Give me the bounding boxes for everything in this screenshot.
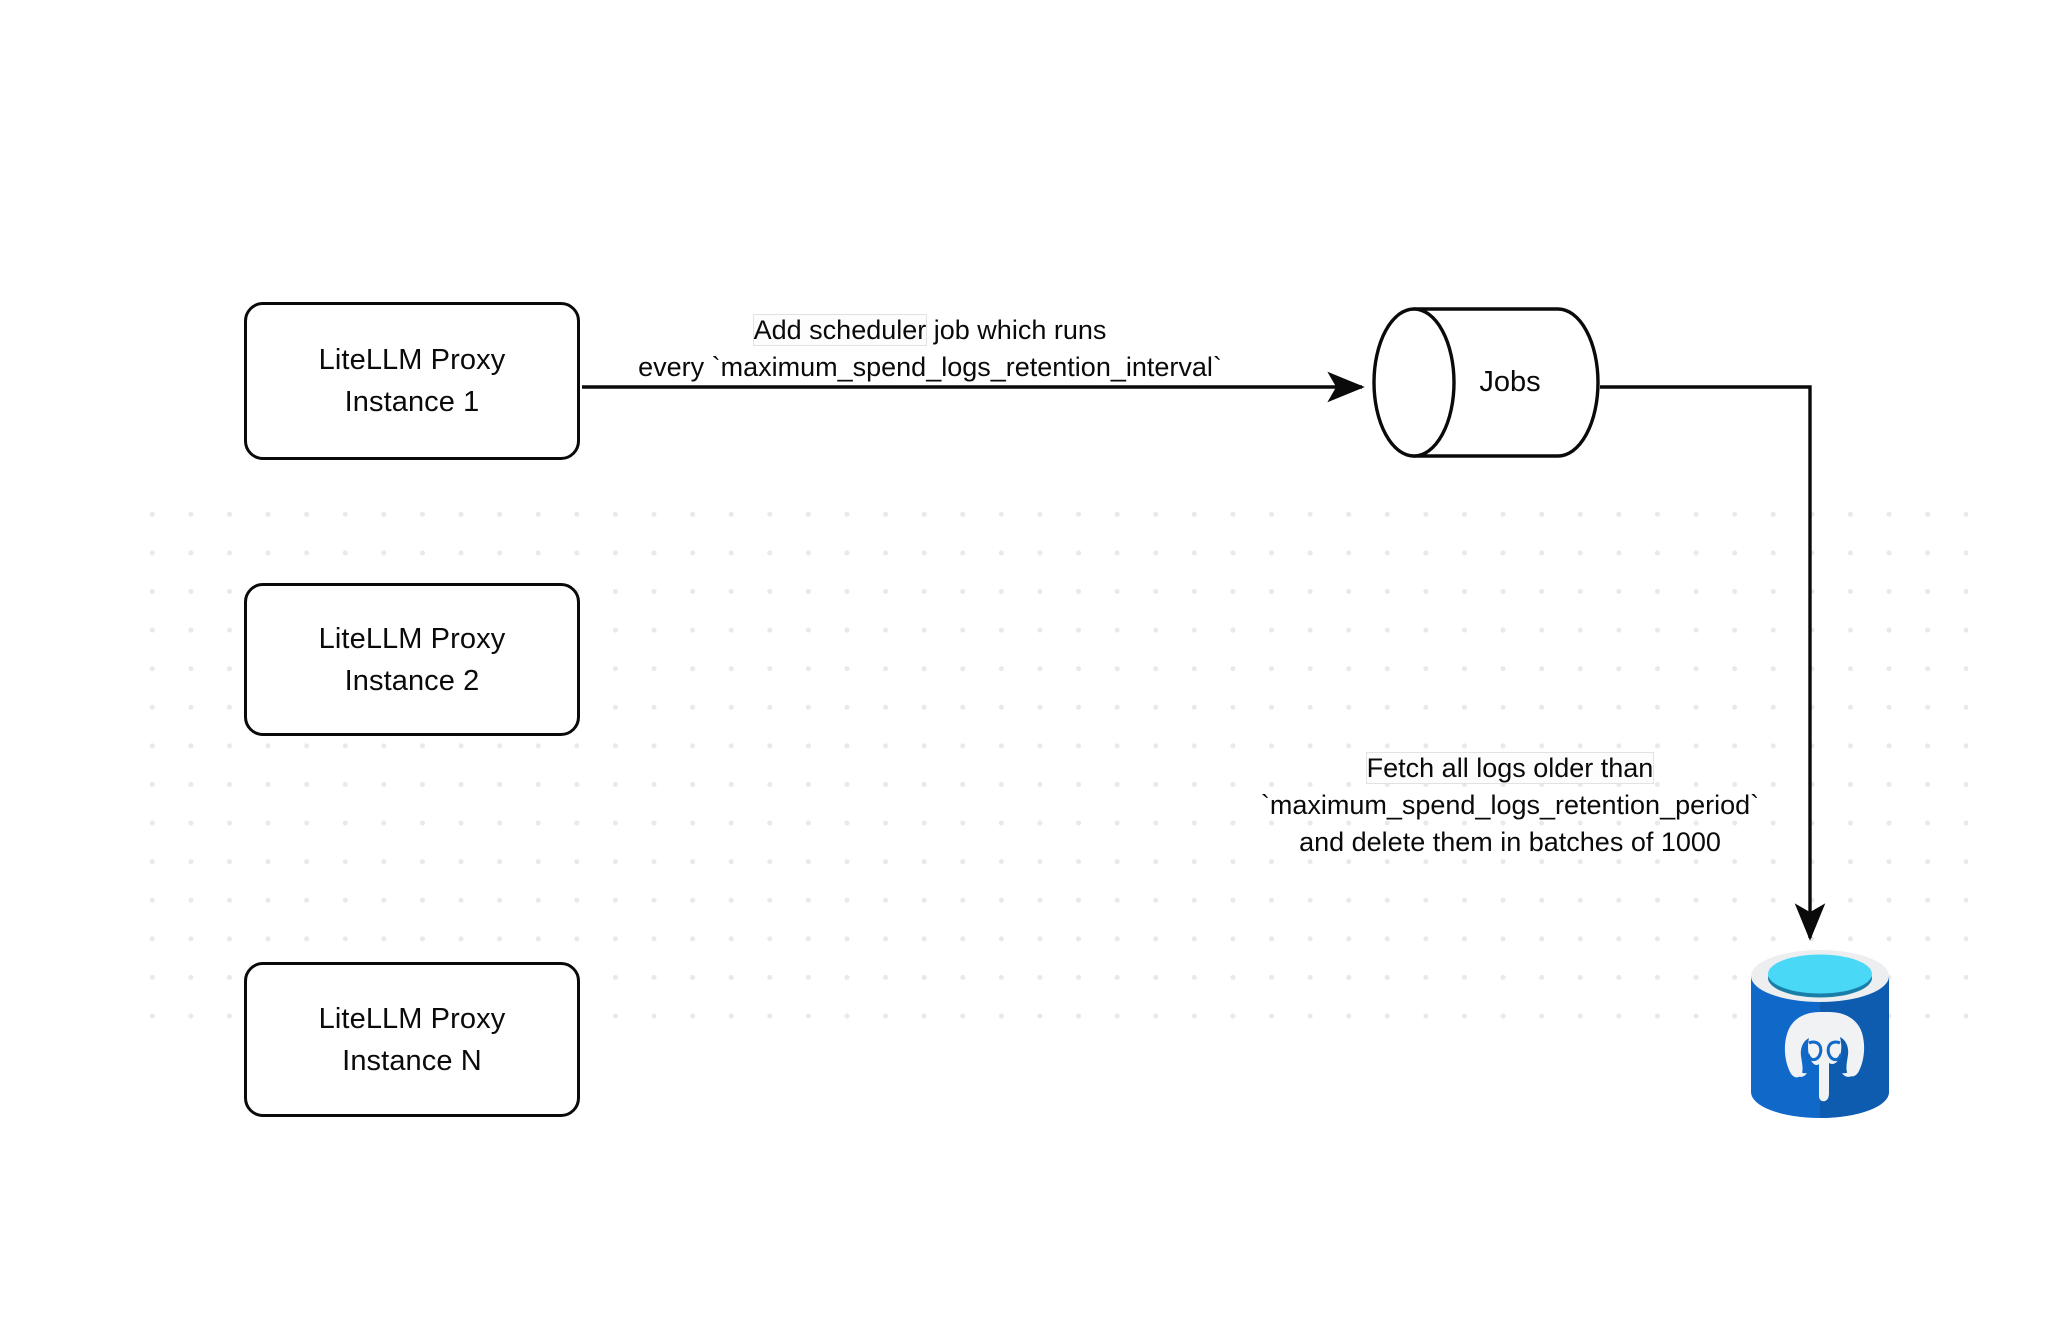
dot-grid-background: [128, 490, 1968, 1038]
edge-label-highlight: Fetch all logs older than: [1366, 753, 1654, 783]
edge-label-highlight: Add scheduler: [753, 315, 927, 345]
edge-label-line-2: `maximum_spend_logs_retention_period`: [1260, 790, 1760, 820]
jobs-label: Jobs: [1479, 366, 1541, 398]
node-jobs-cylinder[interactable]: Jobs: [1372, 305, 1600, 460]
node-litellm-proxy-instance-2[interactable]: LiteLLM Proxy Instance 2: [244, 583, 580, 736]
node-label-line-2: Instance 1: [344, 386, 480, 418]
elephant-glyph-icon: [1784, 1012, 1865, 1102]
elephant-detail-lines: [1806, 1040, 1843, 1062]
edge-label-rest: job which runs: [926, 315, 1107, 345]
node-litellm-proxy-instance-1[interactable]: LiteLLM Proxy Instance 1: [244, 302, 580, 460]
postgresql-database-icon: [1751, 950, 1889, 1118]
node-label-line-1: LiteLLM Proxy: [318, 344, 506, 376]
edge-label-fetch-and-delete-logs: Fetch all logs older than `maximum_spend…: [1210, 750, 1810, 861]
edge-jobs-to-postgres: [1600, 385, 1826, 941]
node-postgres-database[interactable]: [1747, 946, 1893, 1122]
node-litellm-proxy-instance-n[interactable]: LiteLLM Proxy Instance N: [244, 962, 580, 1117]
node-label-line-2: Instance 2: [344, 664, 480, 697]
edge-label-add-scheduler-job: Add scheduler job which runs every `maxi…: [560, 312, 1300, 386]
edge-label-line-3: and delete them in batches of 1000: [1299, 827, 1721, 857]
node-label-line-1: LiteLLM Proxy: [318, 1002, 506, 1035]
edge-label-line-1: Fetch all logs older than: [1210, 750, 1810, 787]
node-label-line-2: Instance N: [342, 1044, 482, 1077]
edge-label-line-2: every `maximum_spend_logs_retention_inte…: [638, 352, 1222, 382]
node-label-line-1: LiteLLM Proxy: [318, 622, 506, 655]
edge-label-line-1: Add scheduler job which runs: [560, 312, 1300, 349]
cylinder-shape-icon: [1372, 307, 1600, 458]
